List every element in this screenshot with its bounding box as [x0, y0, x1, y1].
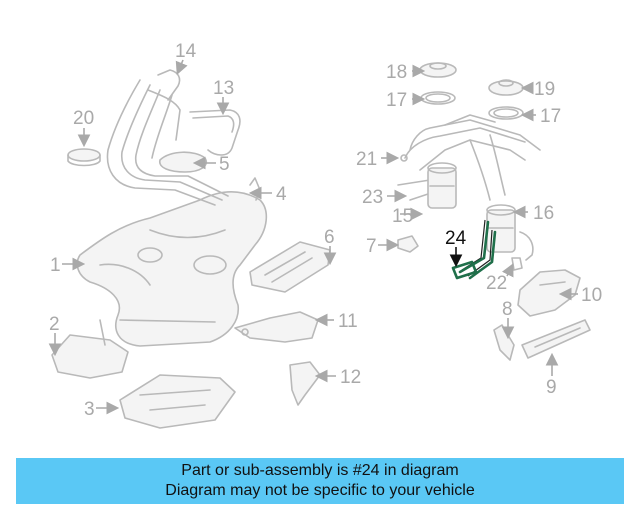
callout-21: 21: [356, 149, 377, 170]
callout-24-highlighted: 24: [445, 228, 467, 249]
seal-18-drawing: [419, 62, 457, 78]
fuel-tank-drawing: [76, 190, 268, 347]
callout-4: 4: [276, 184, 287, 205]
sensor-7-drawing: [397, 235, 419, 253]
callout-14: 14: [175, 41, 197, 62]
callout-16: 16: [533, 203, 554, 224]
callout-12: 12: [340, 367, 361, 388]
bracket-8-drawing: [493, 324, 515, 361]
callout-2: 2: [49, 314, 60, 335]
banner-line-2: Diagram may not be specific to your vehi…: [165, 482, 475, 499]
callout-13: 13: [213, 78, 234, 99]
callout-5: 5: [219, 154, 230, 175]
filler-neck-drawing: [106, 69, 229, 206]
bracket-12-drawing: [289, 361, 321, 406]
callout-15: 15: [392, 206, 413, 227]
ring-17-left-drawing: [420, 91, 456, 105]
callout-9: 9: [546, 377, 557, 398]
info-banner: Part or sub-assembly is #24 in diagram D…: [16, 458, 624, 504]
guard-2-drawing: [51, 319, 129, 379]
callout-labels: 1 2 3 4 5 6 7 8 9 10 11 12 13 14 15 16 1…: [49, 41, 602, 420]
bracket-11-drawing: [234, 311, 319, 343]
callout-18: 18: [386, 62, 407, 83]
connector-22-drawing: [511, 257, 523, 271]
seal-19-drawing: [488, 79, 524, 96]
fuel-cap-drawing: [67, 148, 101, 167]
callout-7: 7: [366, 236, 377, 257]
leader-lines: [48, 59, 578, 415]
callout-17-right: 17: [540, 106, 561, 127]
pump-15-drawing: [427, 162, 457, 209]
highlighted-part-24-drawing: [451, 219, 497, 280]
parts-diagram: 1 2 3 4 5 6 7 8 9 10 11 12 13 14 15 16 1…: [48, 41, 602, 429]
shield-6-drawing: [249, 241, 331, 293]
callout-20: 20: [73, 108, 94, 129]
callout-3: 3: [84, 399, 95, 420]
callout-8: 8: [502, 299, 513, 320]
callout-11: 11: [338, 311, 358, 332]
shield-3-drawing: [119, 374, 236, 429]
callout-22: 22: [486, 273, 507, 294]
part-5-drawing: [159, 151, 207, 173]
callout-23: 23: [362, 187, 383, 208]
callout-19: 19: [534, 79, 555, 100]
ring-17-right-drawing: [488, 106, 524, 120]
vent-line-drawing: [189, 109, 241, 156]
callout-1: 1: [50, 255, 61, 276]
fuel-pump-lines-drawing: [397, 114, 541, 201]
callout-17-left: 17: [386, 90, 407, 111]
callout-10: 10: [581, 285, 602, 306]
strip-9-drawing: [521, 319, 591, 359]
banner-line-1: Part or sub-assembly is #24 in diagram: [181, 462, 459, 479]
cover-10-drawing: [517, 269, 581, 317]
callout-6: 6: [324, 227, 335, 248]
